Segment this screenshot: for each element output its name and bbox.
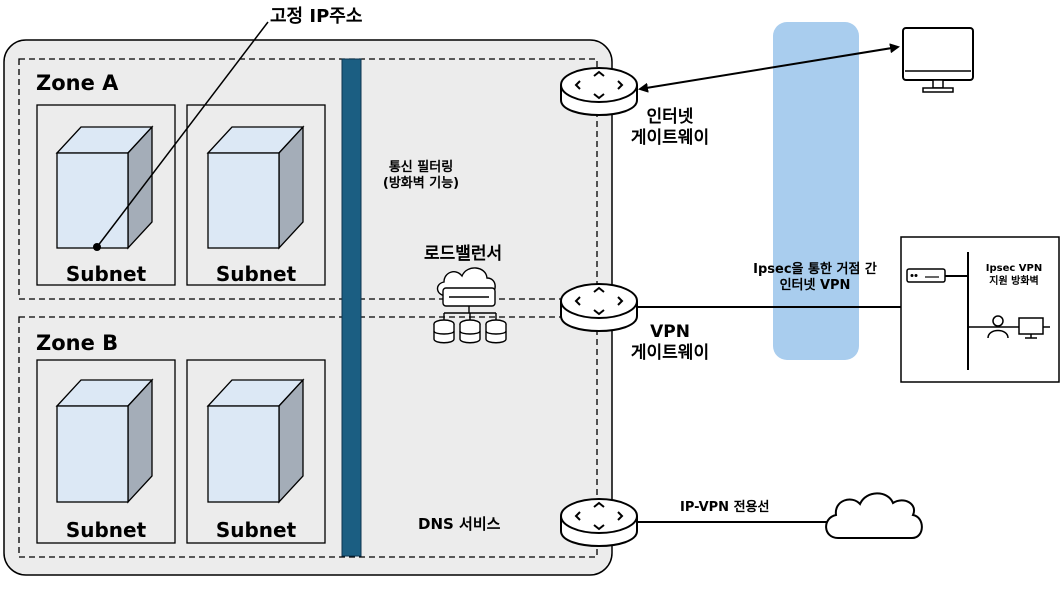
- zone-b-box: [18, 316, 598, 558]
- ipsec-vpn-label: Ipsec을 통한 거점 간 인터넷 VPN: [720, 262, 910, 295]
- ipsec-vpn-label-line1: Ipsec을 통한 거점 간: [753, 262, 877, 277]
- subnet-box: [186, 359, 326, 544]
- internet-connection-arrow: [638, 43, 900, 93]
- subnet-box: [36, 104, 176, 286]
- fixed-ip-label: 고정 IP주소: [270, 6, 363, 27]
- zone-a-box: [18, 58, 598, 300]
- vpn-gateway-label: VPN 게이트웨이: [600, 322, 740, 365]
- ip-vpn-label: IP-VPN 전용선: [680, 500, 770, 515]
- firewall-device-icon: [906, 268, 946, 283]
- monitor-icon: [902, 27, 974, 93]
- site-firewall-label: Ipsec VPN 지원 방화벽: [970, 263, 1058, 288]
- internet-gateway-label: 인터넷 게이트웨이: [600, 107, 740, 150]
- fixed-ip-dot: [93, 243, 101, 251]
- filtering-label-line2: (방화벽 기능): [382, 176, 460, 192]
- pc-icon: [1018, 317, 1044, 339]
- router-icon: [560, 498, 638, 547]
- server-icon: [206, 125, 305, 250]
- router-icon: [560, 283, 638, 332]
- cloud-icon: [825, 492, 923, 539]
- filtering-bar: [341, 58, 362, 557]
- filtering-label: 통신 필터링 (방화벽 기능): [366, 160, 476, 193]
- internet-gateway-label-line1: 인터넷: [646, 107, 694, 127]
- zone-b-title: Zone B: [36, 331, 119, 355]
- site-firewall-label-line1: Ipsec VPN: [985, 263, 1043, 274]
- vpn-gateway-label-line2: 게이트웨이: [630, 343, 710, 364]
- internet-band: [773, 22, 859, 360]
- remote-site-box: [900, 236, 1060, 383]
- subnet-label: Subnet: [215, 262, 297, 286]
- server-icon: [55, 125, 154, 250]
- site-firewall-label-line2: 지원 방화벽: [989, 275, 1039, 287]
- user-icon: [987, 315, 1009, 339]
- server-icon: [206, 378, 305, 504]
- subnet-label: Subnet: [65, 262, 147, 286]
- load-balancer-icon: [433, 267, 507, 344]
- server-icon: [55, 378, 154, 504]
- subnet-box: [186, 104, 326, 286]
- dns-service-label: DNS 서비스: [418, 515, 501, 533]
- ipsec-vpn-label-line2: 인터넷 VPN: [779, 278, 851, 294]
- subnet-label: Subnet: [215, 518, 297, 542]
- zone-a-title: Zone A: [36, 71, 119, 95]
- vpn-gateway-label-line1: VPN: [650, 322, 690, 342]
- filtering-label-line1: 통신 필터링: [388, 160, 454, 175]
- fixed-ip-callout-line: [96, 21, 269, 248]
- router-icon: [560, 67, 638, 116]
- load-balancer-label: 로드밸런서: [424, 244, 503, 264]
- subnet-label: Subnet: [65, 518, 147, 542]
- internet-gateway-label-line2: 게이트웨이: [630, 128, 710, 149]
- subnet-box: [36, 359, 176, 544]
